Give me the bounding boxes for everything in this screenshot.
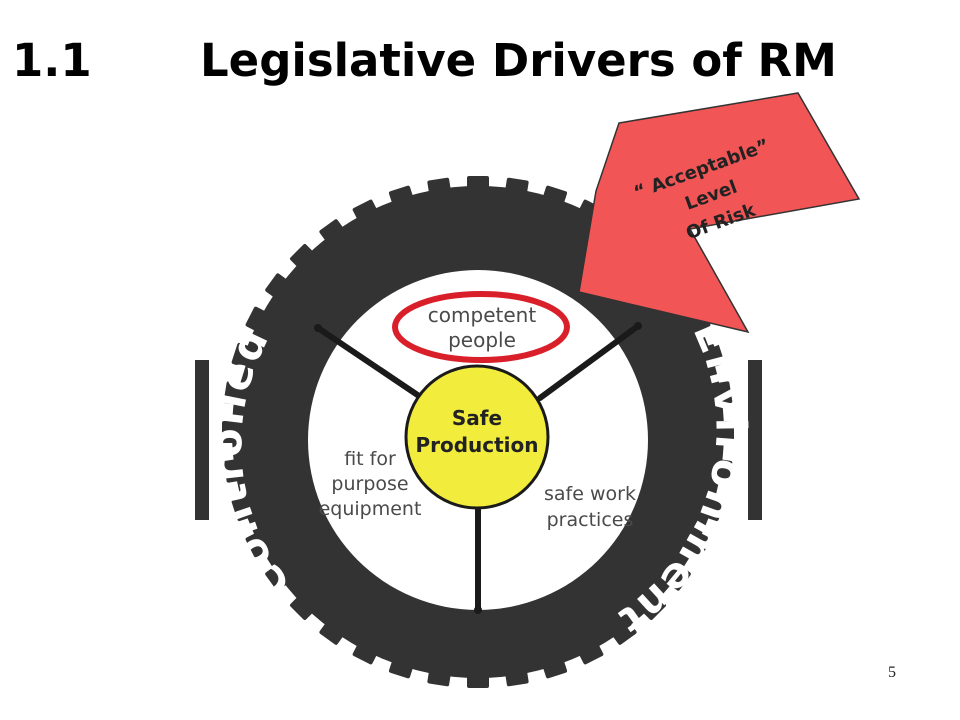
tyre-tread-block <box>388 655 415 679</box>
tyre-right-edge <box>748 360 762 520</box>
tyre-left-edge <box>195 360 209 520</box>
tyre-tread-block <box>711 458 733 483</box>
tyre-tread-block <box>664 563 691 591</box>
tyre-tread-block <box>319 618 347 645</box>
hub-circle <box>404 364 550 510</box>
tyre-tread-block <box>609 618 637 645</box>
risk-callout-arrow: “ Acceptable” Level Of Risk <box>578 92 861 334</box>
spoke-tip-right <box>634 322 642 330</box>
left-item-line2: purpose <box>331 473 408 495</box>
tyre-tread-block <box>231 342 255 369</box>
right-item-line1: safe work <box>544 483 636 505</box>
tyre-tread-block <box>467 670 489 688</box>
tyre-tread-block <box>576 639 604 665</box>
tyre-tread-block <box>352 199 380 225</box>
tyre-tread-block <box>716 421 734 443</box>
tyre-tread-block <box>427 177 452 199</box>
tyre-tread-block <box>290 593 317 620</box>
spoke-upper-right <box>537 323 641 401</box>
left-item-line3: equipment <box>319 498 422 520</box>
tyre-tread-block <box>231 495 255 522</box>
tyre-tread-block <box>541 185 568 209</box>
callout-arrow-shape <box>578 92 861 334</box>
tyre-tread-block <box>427 665 452 687</box>
highlight-ring <box>392 291 570 363</box>
spoke-upper-left <box>315 325 428 403</box>
tyre-tread-block <box>223 381 245 406</box>
tyre-tread-block <box>245 306 271 334</box>
page-number: 5 <box>888 664 896 681</box>
tyre-tread-block <box>265 273 292 301</box>
tyre-tread-block <box>711 381 733 406</box>
tyre-tread-block <box>290 244 317 271</box>
right-item-line2: practices <box>547 509 634 531</box>
tyre-tread-block <box>352 639 380 665</box>
tyre-tread-block <box>685 530 711 558</box>
top-item-line1: competent <box>428 303 537 327</box>
tyre-tread-block <box>319 219 347 246</box>
tyre-tread-block <box>467 176 489 194</box>
tyre-tread-block <box>504 665 529 687</box>
tyre-tread-block <box>701 342 725 369</box>
tyre-tread-block <box>701 495 725 522</box>
tyre-tread-block <box>504 177 529 199</box>
top-item-line2: people <box>448 328 516 352</box>
title-text: Legislative Drivers of RM <box>200 34 837 87</box>
spoke-tip-bottom <box>474 606 482 614</box>
title-number: 1.1 <box>12 34 92 87</box>
tyre-tread-block <box>639 593 666 620</box>
wheel-spokes <box>315 323 641 613</box>
tyre-tread-block <box>223 458 245 483</box>
hub-label-line2: Production <box>415 433 538 457</box>
hub-label-line1: Safe <box>452 406 502 430</box>
spoke-tip-left <box>314 324 322 332</box>
tyre-tread-block <box>541 655 568 679</box>
tyre-tread-block <box>265 563 292 591</box>
left-item-line1: fit for <box>344 448 396 470</box>
tyre-tread-block <box>388 185 415 209</box>
tyre-tread-block <box>222 421 240 443</box>
tyre-tread-block <box>245 530 271 558</box>
